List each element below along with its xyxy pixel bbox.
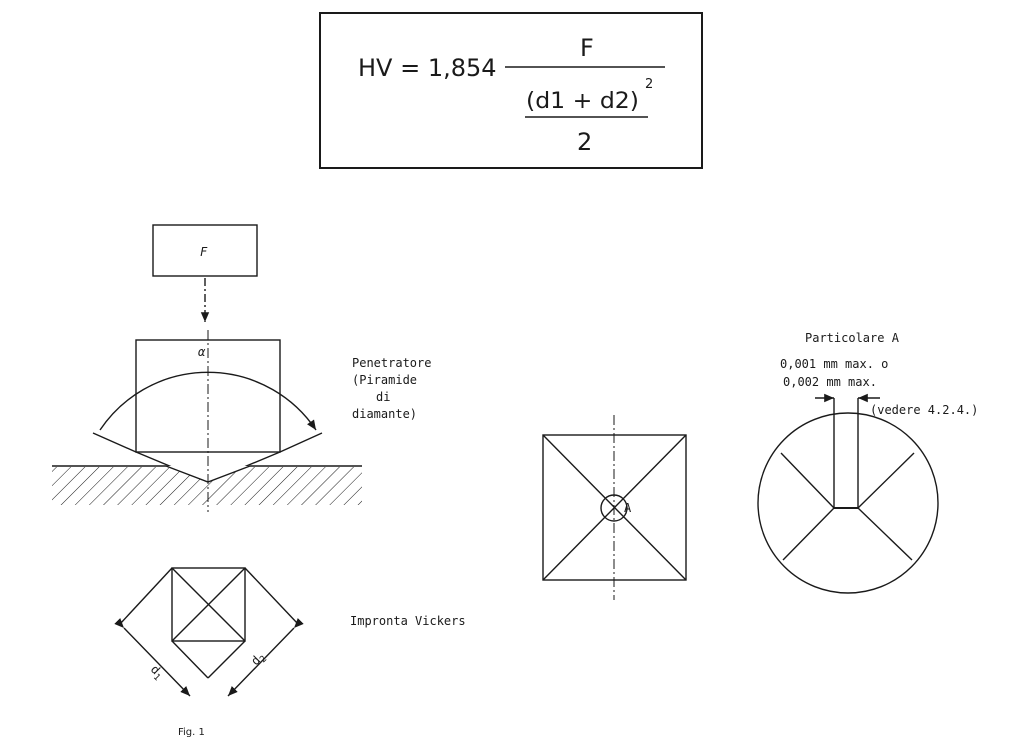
formula-box: HV = 1,854 F (d1 + d2) 2 2 [319,12,703,169]
detail-marker: A [624,501,632,515]
alpha-label: α [198,345,206,359]
svg-text:Penetratore: Penetratore [352,356,431,370]
detail-a-drawing: Particolare A 0,001 mm max. o 0,002 mm m… [757,331,978,594]
formula-lhs: HV = 1,854 [358,54,497,82]
force-label: F [200,245,208,259]
reference-label: (vedere 4.2.4.) [870,403,978,417]
impronta-drawing: d1 d2 [114,567,304,697]
svg-text:di: di [376,390,390,404]
indentation-square: A [542,415,687,600]
formula-denominator-bottom: 2 [577,128,592,156]
svg-text:diamante): diamante) [352,407,417,421]
formula-exponent: 2 [645,77,653,92]
svg-text:(Piramide: (Piramide [352,373,417,387]
formula-numerator: F [580,34,594,62]
d2-label: d2 [248,649,269,670]
d1-label: d1 [146,662,167,683]
tolerance-line2: 0,002 mm max. [783,375,877,389]
impronta-label: Impronta Vickers [350,614,466,628]
figure-caption: Fig. 1 [178,727,205,738]
tolerance-line1: 0,001 mm max. o [780,357,888,371]
penetrator-label: Penetratore (Piramide di diamante) [352,356,431,421]
detail-title: Particolare A [805,331,900,345]
formula-denominator-top: (d1 + d2) [526,89,639,114]
penetrator-drawing: F α [52,224,362,512]
